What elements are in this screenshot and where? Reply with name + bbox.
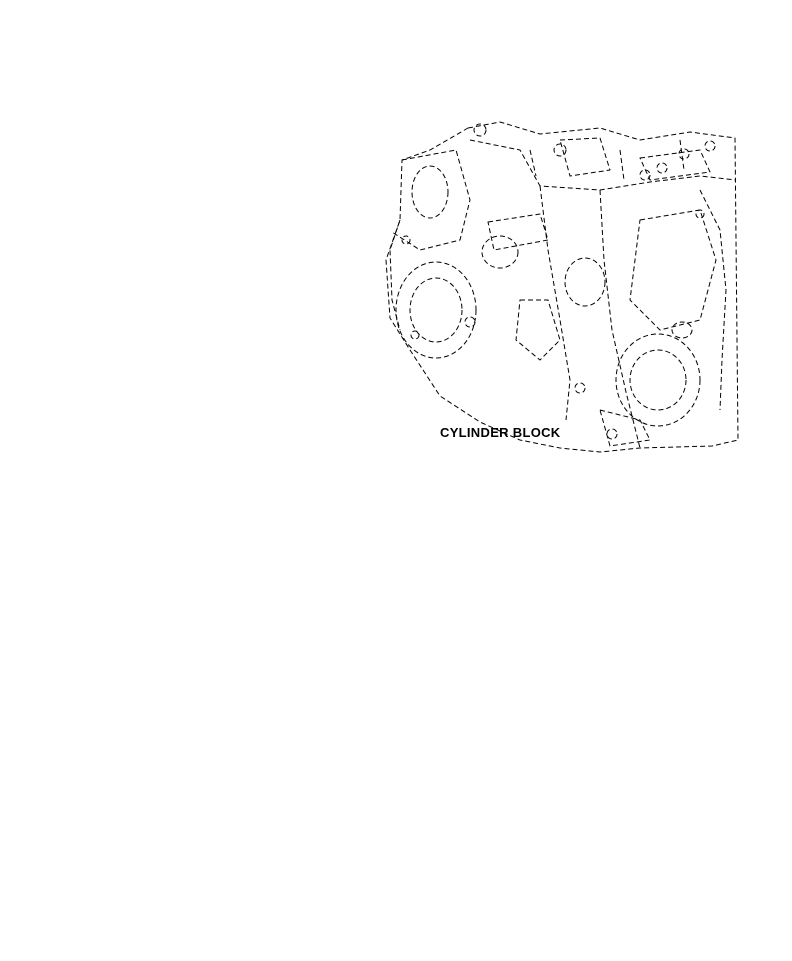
cylinder-block-phantom — [385, 121, 739, 453]
cylinder-block-label: CYLINDER BLOCK — [440, 425, 561, 440]
